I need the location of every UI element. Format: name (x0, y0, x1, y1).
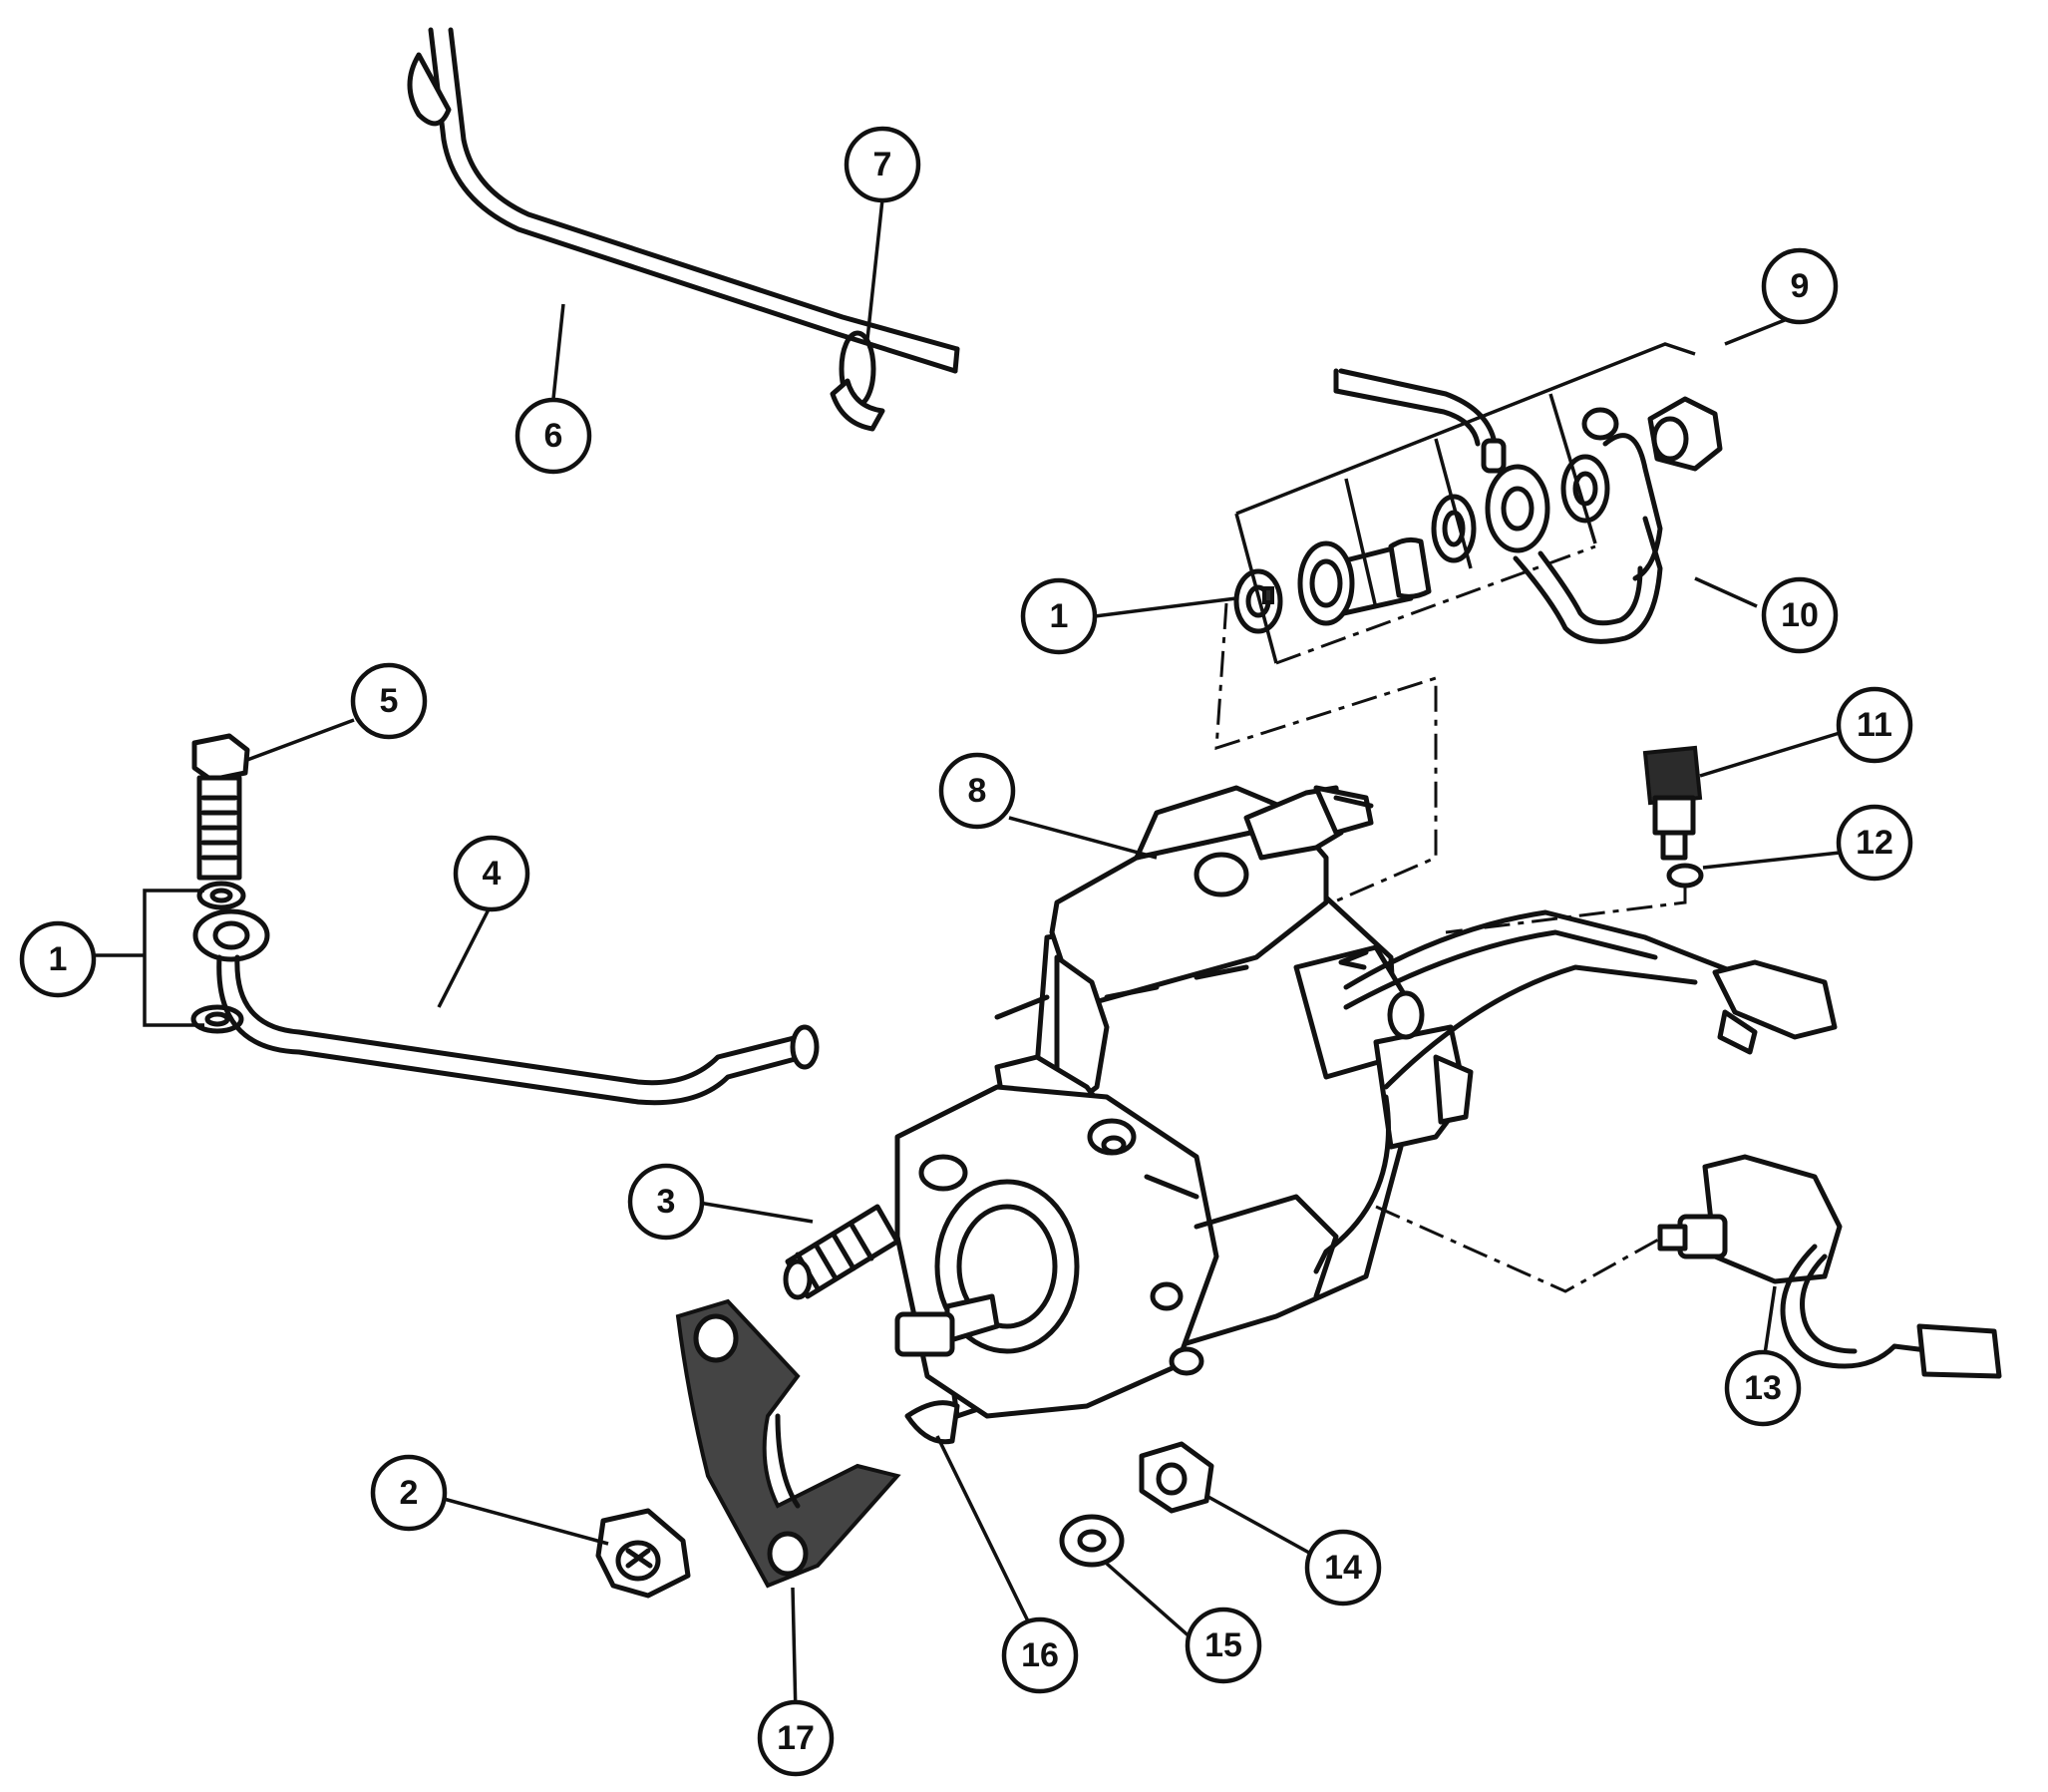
callout-7: 7 (844, 126, 921, 203)
fuel-return-pipe-lower (95, 733, 820, 1106)
callout-17-label: 17 (777, 1719, 815, 1757)
leader-lines (246, 198, 1841, 1716)
stud (692, 1200, 900, 1300)
callout-8: 8 (938, 752, 1016, 830)
callout-16: 16 (1001, 1616, 1079, 1694)
sensor-and-o-ring (1338, 745, 1704, 970)
callout-6-label: 6 (544, 417, 563, 455)
callout-6: 6 (514, 397, 592, 475)
callout-4: 4 (453, 835, 530, 912)
callout-11-label: 11 (1857, 706, 1892, 744)
banjo-fitting-assembly (1233, 368, 1723, 644)
callout-8-label: 8 (968, 772, 987, 810)
callout-12-label: 12 (1856, 824, 1893, 862)
pump-mounting-gasket (675, 1298, 901, 1589)
callout-5-label: 5 (380, 682, 399, 720)
callout-7-label: 7 (873, 146, 892, 183)
callout-4-label: 4 (483, 855, 502, 893)
callout-9: 9 (1761, 247, 1839, 325)
callout-10: 10 (1761, 576, 1839, 654)
callout-14: 14 (1304, 1529, 1382, 1607)
callout-10-label: 10 (1781, 596, 1819, 634)
callout-2: 2 (370, 1454, 448, 1532)
pump-nut (595, 1508, 691, 1599)
callout-1-top-label: 1 (1050, 597, 1069, 635)
solenoid-valve (1375, 1154, 2002, 1379)
callout-1-left: 1 (19, 920, 97, 998)
callout-13-label: 13 (1744, 1369, 1782, 1407)
callout-14-label: 14 (1324, 1549, 1362, 1587)
assembly-bracket-lines (1214, 342, 1696, 909)
woodruff-key (904, 1400, 960, 1445)
callout-15-label: 15 (1204, 1626, 1242, 1664)
callout-16-label: 16 (1021, 1636, 1059, 1674)
callout-9-label: 9 (1791, 267, 1810, 305)
injection-pump-body (894, 785, 1838, 1419)
callout-12: 12 (1836, 804, 1913, 882)
callout-1-top: 1 (1020, 577, 1098, 655)
callout-3-label: 3 (657, 1183, 676, 1221)
callout-15: 15 (1185, 1607, 1262, 1684)
callout-13: 13 (1724, 1349, 1802, 1427)
callout-11: 11 (1836, 686, 1913, 764)
callout-5: 5 (350, 662, 428, 740)
callout-2-label: 2 (400, 1474, 419, 1512)
callout-3: 3 (627, 1163, 705, 1241)
callout-1-left-label: 1 (49, 940, 68, 978)
nut-and-washer (1059, 1441, 1214, 1568)
fuel-return-pipe-upper (407, 27, 960, 432)
callout-17: 17 (757, 1699, 835, 1777)
